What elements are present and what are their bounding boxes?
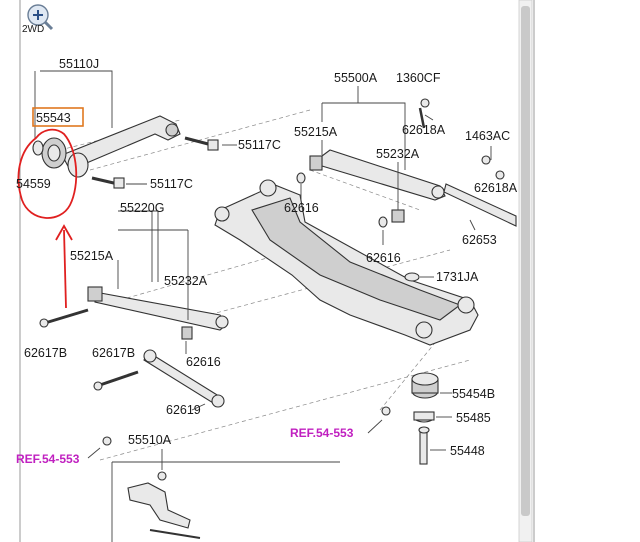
label-62616-mid[interactable]: 62616 <box>284 201 319 215</box>
label-55220G[interactable]: 55220G <box>120 201 164 215</box>
label-1463AC[interactable]: 1463AC <box>465 129 510 143</box>
lateral-arm-55232A-right <box>309 149 446 201</box>
label-55232A-right[interactable]: 55232A <box>376 147 420 161</box>
label-62616-left[interactable]: 62616 <box>186 355 221 369</box>
stabilizer-bar-55510A <box>127 471 201 539</box>
corner-label: 2WD <box>22 24 44 35</box>
label-62619[interactable]: 62619 <box>166 403 201 417</box>
label-55232A-left[interactable]: 55232A <box>164 274 208 288</box>
label-55485[interactable]: 55485 <box>456 411 491 425</box>
highlight-box-55543 <box>32 107 84 127</box>
washer-62616-left <box>181 326 193 340</box>
label-55117C-lower[interactable]: 55117C <box>150 177 193 191</box>
reference-link-upper[interactable]: REF.54-553 <box>290 426 354 440</box>
label-55454B[interactable]: 55454B <box>452 387 495 401</box>
arm-end-eye <box>67 152 89 178</box>
link-62619 <box>143 349 225 408</box>
red-annotation <box>17 128 78 309</box>
bolt-62617B-left <box>39 308 89 328</box>
reference-link-lower[interactable]: REF.54-553 <box>16 452 80 466</box>
bushing-54559 <box>32 140 44 156</box>
nut-1731JA <box>404 272 420 282</box>
label-55110J[interactable]: 55110J <box>59 57 99 71</box>
bolt-55117C-upper <box>184 136 219 151</box>
label-55448[interactable]: 55448 <box>450 444 485 458</box>
nut-ref-left <box>381 406 391 416</box>
label-55215A-left[interactable]: 55215A <box>70 249 114 263</box>
bolt-1360CF <box>418 98 430 129</box>
scrollbar-thumb[interactable] <box>521 6 530 516</box>
bolt-62617B-lower <box>93 370 139 391</box>
bolt-55117C-lower <box>91 176 125 189</box>
label-1731JA[interactable]: 1731JA <box>436 270 479 284</box>
bushing-55543 <box>41 137 67 169</box>
label-62616-right[interactable]: 62616 <box>366 251 401 265</box>
zoom-in-icon[interactable] <box>27 4 54 31</box>
washer-62616-mid <box>378 209 405 228</box>
washer-55485 <box>413 411 435 423</box>
trailing-arm-55110J <box>61 115 181 171</box>
label-1360CF[interactable]: 1360CF <box>396 71 441 85</box>
link-62653 <box>443 155 517 227</box>
label-62618A-right[interactable]: 62618A <box>474 181 518 195</box>
label-62617B-lower[interactable]: 62617B <box>92 346 135 360</box>
label-62618A-upper[interactable]: 62618A <box>402 123 446 137</box>
label-62617B-left[interactable]: 62617B <box>24 346 67 360</box>
label-54559[interactable]: 54559 <box>16 177 51 191</box>
label-62653[interactable]: 62653 <box>462 233 497 247</box>
lateral-arm-55232A-left <box>87 286 229 331</box>
washer-62616-upper <box>296 172 306 184</box>
nut-ref-lower <box>102 436 112 446</box>
mount-bushing-55454B <box>411 372 439 399</box>
ref-arrow-upper <box>367 419 383 434</box>
leader-lines <box>34 70 492 470</box>
label-55510A[interactable]: 55510A <box>128 433 172 447</box>
label-55543[interactable]: 55543 <box>36 111 71 125</box>
crossmember-55500A <box>214 179 479 346</box>
label-55500A[interactable]: 55500A <box>334 71 378 85</box>
label-55117C-upper[interactable]: 55117C <box>238 138 281 152</box>
bolt-55448 <box>418 426 430 465</box>
label-55215A-right[interactable]: 55215A <box>294 125 338 139</box>
ref-arrow-lower <box>87 447 101 459</box>
